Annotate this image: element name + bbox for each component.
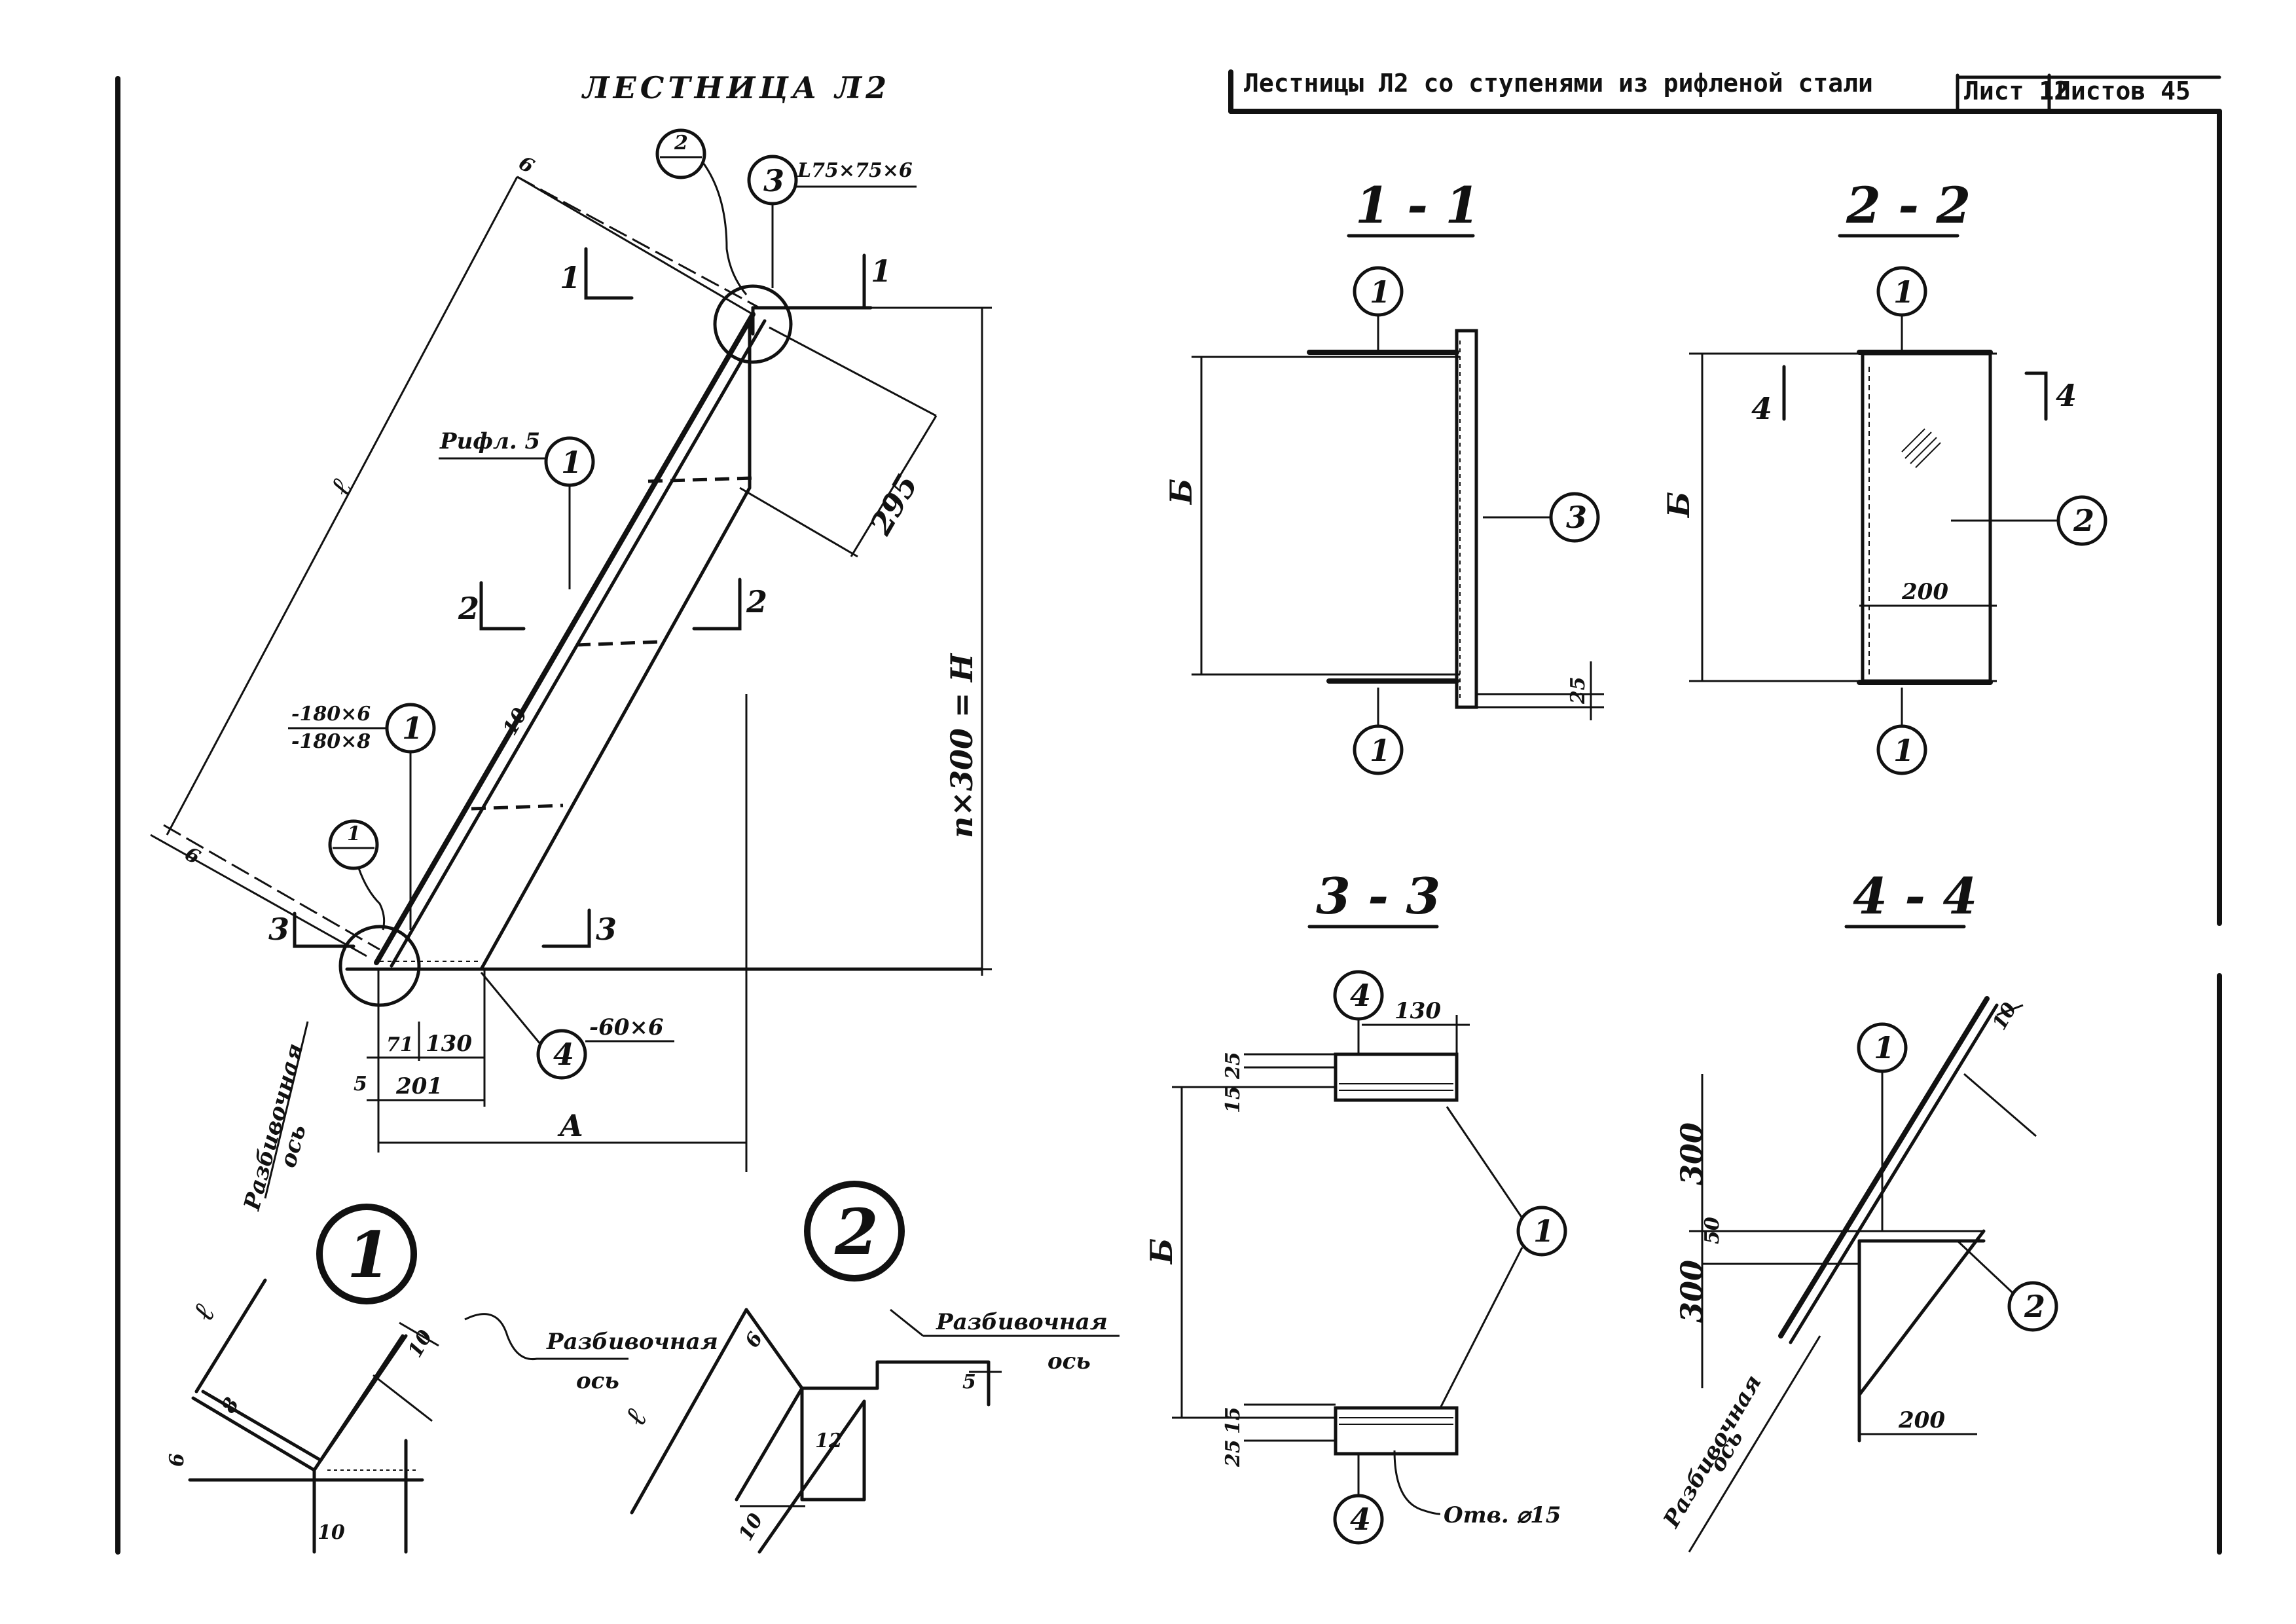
cut-marker-1-left: 1	[560, 247, 634, 300]
s33-dim-25-bottom: 25	[1222, 1439, 1245, 1467]
cut-4-right: 4	[2056, 378, 2077, 413]
svg-text:2: 2	[674, 132, 688, 155]
svg-text:2: 2	[2073, 503, 2094, 538]
position-4-bubble: 4 -60×6	[480, 972, 674, 1080]
s33-dim-130: 130	[1394, 998, 1441, 1024]
svg-text:1: 1	[1893, 733, 1914, 768]
svg-text:2: 2	[2024, 1289, 2045, 1324]
cut-marker-3-right: 3	[541, 908, 617, 948]
s33-dim-15-top: 15	[1222, 1086, 1245, 1113]
s44-dim-10: 10	[1988, 999, 2022, 1034]
strip-bottom-label: -180×8	[291, 730, 371, 753]
section-3-3-title: 3 - 3	[1316, 867, 1440, 925]
s22-width-b: Б	[1661, 492, 1696, 519]
position-3-bubble: 3 L75×75×6	[747, 155, 917, 288]
dimension-71: 71	[386, 1033, 414, 1056]
dimension-5: 5	[354, 1073, 367, 1096]
detail2-dim-12: 12	[815, 1430, 843, 1452]
section-1-1-title: 1 - 1	[1355, 176, 1480, 234]
position-1-tread-bubble: 1 Рифл. 5	[439, 428, 595, 589]
sheet-frame	[115, 69, 2222, 1555]
dimension-201: 201	[395, 1073, 443, 1099]
cut-marker-2-left: 2	[458, 581, 526, 631]
svg-text:1: 1	[560, 260, 581, 295]
drawing-title: ЛЕСТНИЦА Л2	[581, 70, 890, 105]
sheets-total: Листов 45	[2056, 77, 2191, 105]
section-4-4-title: 4 - 4	[1853, 867, 1977, 925]
detail2-length: ℓ	[617, 1402, 655, 1431]
s44-dim-50: 50	[1701, 1217, 1724, 1244]
s33-dim-25-top: 25	[1222, 1052, 1245, 1080]
dimension-130: 130	[426, 1031, 472, 1057]
tread-label: Рифл. 5	[439, 428, 540, 454]
svg-text:3: 3	[268, 912, 289, 947]
detail1-dim-10b: 10	[318, 1521, 345, 1544]
svg-text:1: 1	[871, 253, 892, 289]
s11-width-b: Б	[1163, 479, 1199, 506]
s44-dim-200: 200	[1898, 1407, 1945, 1433]
svg-text:1: 1	[1874, 1030, 1895, 1065]
ladder-main-view	[150, 175, 992, 1172]
position-1-strip-bubble: 1 -180×6 -180×8	[288, 703, 436, 930]
svg-text:1: 1	[402, 710, 423, 746]
s44-dim-300-bottom: 300	[1674, 1260, 1709, 1323]
svg-text:3: 3	[596, 912, 617, 947]
svg-text:4: 4	[1350, 1502, 1371, 1537]
svg-text:1: 1	[347, 1218, 391, 1292]
s22-dim-200: 200	[1901, 579, 1948, 605]
section-4-4: 4 - 4 200 50 300 300 10 Разбивочная ось …	[1658, 867, 2058, 1553]
cut-4-left: 4	[1751, 391, 1772, 426]
svg-text:4: 4	[553, 1037, 574, 1072]
detail2-axis-label-2: ось	[1048, 1348, 1091, 1375]
svg-text:2: 2	[458, 591, 479, 626]
s11-dim-25: 25	[1567, 676, 1590, 705]
svg-text:3: 3	[763, 163, 784, 198]
sheet-number: Лист 12	[1964, 77, 2069, 105]
length-label: ℓ	[323, 472, 360, 501]
detail2-dim-5: 5	[962, 1371, 976, 1393]
svg-text:1: 1	[1893, 274, 1914, 310]
cut-marker-3-left: 3	[268, 912, 355, 948]
plate-label: -60×6	[589, 1014, 664, 1041]
detail2-axis-label: Разбивочная	[936, 1309, 1108, 1335]
dimension-6-top: 6	[515, 152, 538, 179]
s44-dim-300-top: 300	[1674, 1122, 1709, 1185]
height-dimension: n×300 = H	[944, 652, 979, 838]
detail-node-2: 2 ℓ 6 12 5 10 Разбивочная ось	[617, 1181, 1120, 1554]
node-1-callout: 1	[328, 819, 386, 931]
section-2-2: 2 - 2 200 Б 4 4 1 1 2	[1661, 176, 2107, 775]
s33-dim-15-bottom: 15	[1222, 1407, 1245, 1434]
s33-width-b: Б	[1144, 1238, 1179, 1265]
width-A-label: A	[557, 1108, 583, 1143]
header-text: Лестницы Л2 со ступенями из рифленой ста…	[1244, 69, 1873, 98]
node-2-callout: 2	[655, 128, 748, 295]
angle-profile-label: L75×75×6	[797, 159, 913, 182]
cut-marker-1-right: 1	[810, 253, 892, 310]
svg-text:2: 2	[834, 1195, 879, 1269]
detail1-length: ℓ	[185, 1297, 223, 1326]
dimension-295: 295	[862, 468, 924, 541]
svg-text:1: 1	[561, 445, 582, 480]
detail2-dim-10: 10	[735, 1509, 768, 1545]
svg-text:2: 2	[746, 584, 767, 619]
detail-node-1: 1 10 ℓ 6 8 10 Разбивочная ось	[166, 1204, 718, 1554]
cut-marker-2-right: 2	[692, 578, 767, 631]
detail1-axis-label-2: ось	[576, 1368, 619, 1394]
tread-hatch-mark	[1901, 428, 1941, 468]
svg-text:1: 1	[1370, 274, 1391, 310]
svg-text:3: 3	[1566, 500, 1587, 535]
svg-text:4: 4	[1350, 978, 1371, 1013]
section-1-1: 1 - 1 25 Б 1 1 3	[1163, 176, 1604, 775]
detail1-axis-label: Разбивочная	[546, 1329, 718, 1355]
strip-top-label: -180×6	[291, 703, 371, 726]
detail1-dim-6: 6	[166, 1453, 189, 1467]
section-3-3: 3 - 3 130 25 15 15 25 Б 4 4 1 Отв. ⌀15	[1144, 867, 1567, 1545]
svg-text:1: 1	[347, 822, 361, 845]
svg-text:1: 1	[1370, 733, 1391, 768]
detail1-dim-10: 10	[404, 1326, 437, 1361]
hole-label: Отв. ⌀15	[1444, 1502, 1561, 1528]
svg-text:1: 1	[1533, 1213, 1554, 1249]
section-2-2-title: 2 - 2	[1846, 176, 1971, 234]
